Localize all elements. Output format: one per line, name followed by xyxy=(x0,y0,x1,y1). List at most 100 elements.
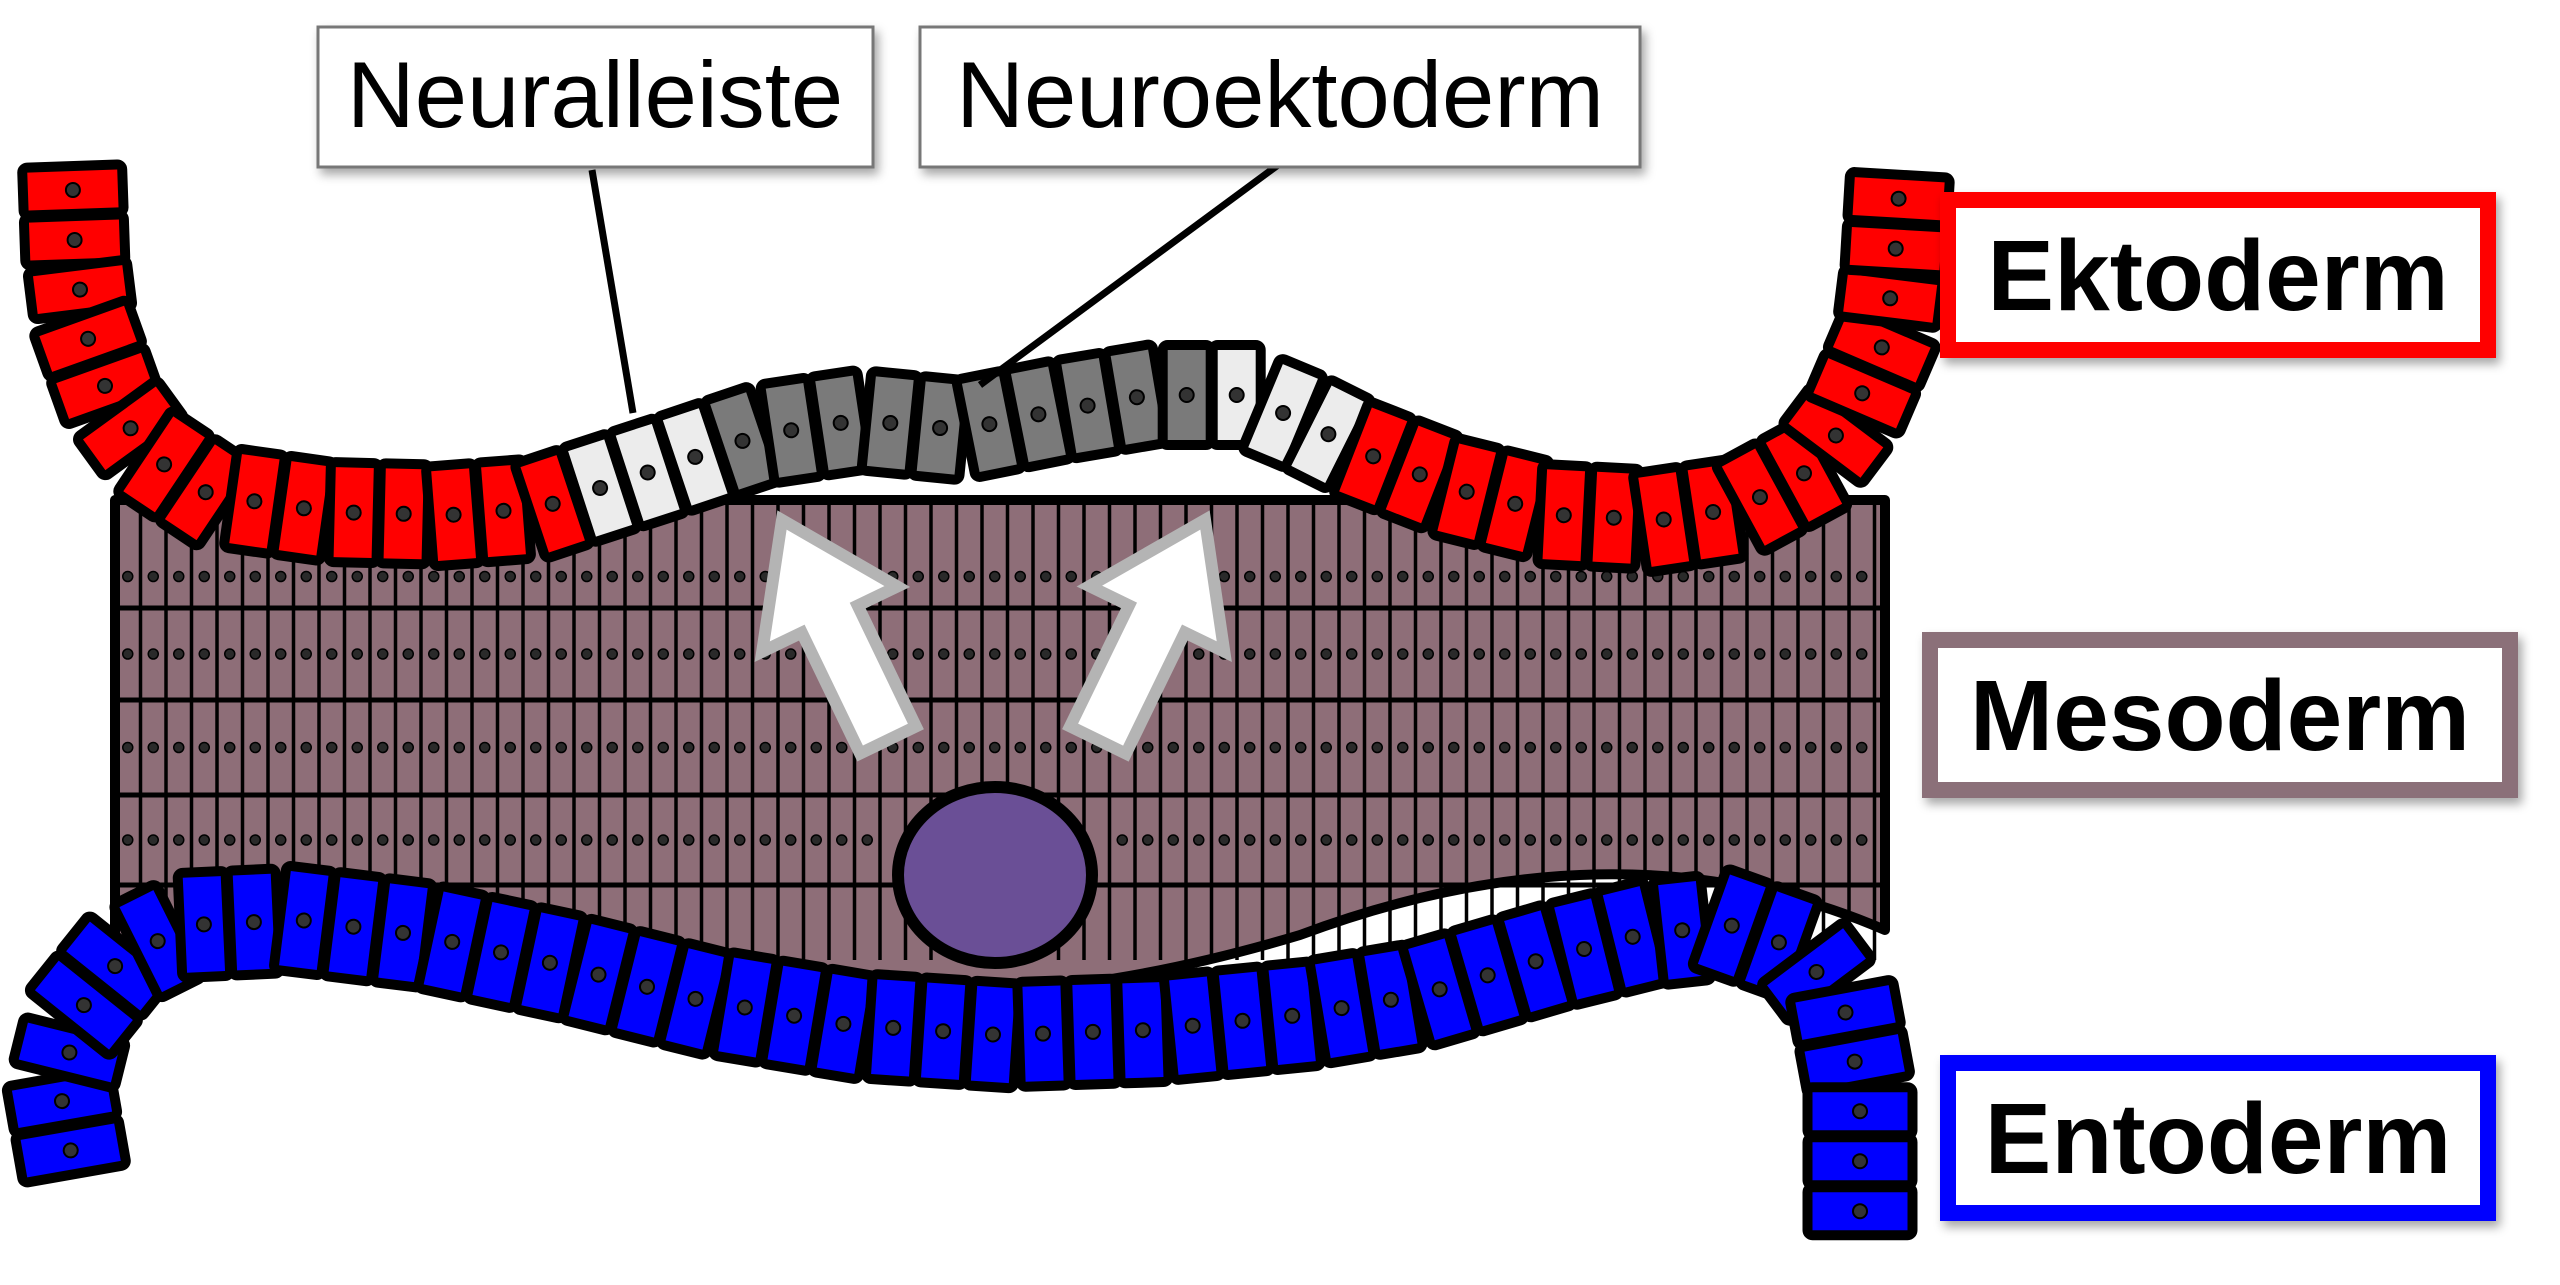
mesoderm-cell-nucleus xyxy=(734,741,746,754)
mesoderm-cell-nucleus xyxy=(1244,570,1256,583)
mesoderm-cell-nucleus xyxy=(632,741,644,754)
mesoderm-cell-nucleus xyxy=(657,648,669,660)
mesoderm-cell-nucleus xyxy=(173,648,185,660)
mesoderm-cell-nucleus xyxy=(147,648,159,660)
mesoderm-cell-nucleus xyxy=(1065,741,1077,754)
mesoderm-cell-nucleus xyxy=(708,648,720,660)
mesoderm-cell-nucleus xyxy=(632,648,644,660)
mesoderm-cell-nucleus xyxy=(1269,570,1281,583)
mesoderm-cell-nucleus xyxy=(147,834,159,846)
mesoderm-cell-nucleus xyxy=(300,648,312,660)
ectoderm-cell xyxy=(1582,461,1646,574)
mesoderm-cell-nucleus xyxy=(810,741,822,754)
mesoderm-cell-nucleus xyxy=(1193,741,1205,754)
mesoderm-cell-nucleus xyxy=(479,570,491,583)
mesoderm-cell-nucleus xyxy=(453,741,465,754)
mesoderm-cell-nucleus xyxy=(1040,570,1052,583)
mesoderm-cell-nucleus xyxy=(1779,741,1791,754)
mesoderm-cell-nucleus xyxy=(1422,648,1434,660)
mesoderm-cell-nucleus xyxy=(351,648,363,660)
neural-crest-leader-line xyxy=(588,169,637,414)
mesoderm-cell-nucleus xyxy=(224,648,236,660)
endoderm-cells xyxy=(1,861,1918,1241)
neuroectoderm-leader-line xyxy=(977,162,1281,388)
mesoderm-cell-nucleus xyxy=(1601,570,1613,583)
mesoderm-cell-nucleus xyxy=(1320,834,1332,846)
mesoderm-cell-nucleus xyxy=(1856,648,1868,660)
mesoderm-cell-nucleus xyxy=(122,741,134,754)
mesoderm-cell-nucleus xyxy=(173,834,185,846)
mesoderm-cell-nucleus xyxy=(1626,648,1638,660)
mesoderm-cell-nucleus xyxy=(402,648,414,660)
mesoderm-cell-nucleus xyxy=(1320,648,1332,660)
mesoderm-cell-nucleus xyxy=(708,741,720,754)
mesoderm-cell-nucleus xyxy=(1805,570,1817,583)
mesoderm-cell-nucleus xyxy=(198,741,210,754)
mesoderm-cell-nucleus xyxy=(1550,834,1562,846)
mesoderm-cell-nucleus xyxy=(989,741,1001,754)
ectoderm-cells xyxy=(17,159,1955,577)
mesoderm-cell-nucleus xyxy=(249,834,261,846)
mesoderm-cell-nucleus xyxy=(1193,648,1205,660)
mesoderm-cell-nucleus xyxy=(224,570,236,583)
neuroectoderm-label: Neuroektoderm xyxy=(956,42,1604,147)
mesoderm-cell-nucleus xyxy=(1193,834,1205,846)
mesoderm-cell-nucleus xyxy=(1601,741,1613,754)
mesoderm-cell-nucleus xyxy=(1703,570,1715,583)
mesoderm-cell-nucleus xyxy=(1524,648,1536,660)
mesoderm-cell-nucleus xyxy=(504,648,516,660)
mesoderm-cell-nucleus xyxy=(173,741,185,754)
neuroectoderm-cell xyxy=(1157,340,1216,450)
mesoderm-cell-nucleus xyxy=(1371,570,1383,583)
mesoderm-cell-nucleus xyxy=(1575,834,1587,846)
mesoderm-cell-nucleus xyxy=(1397,570,1409,583)
mesoderm-cell-nucleus xyxy=(1116,834,1128,846)
mesoderm-cell-nucleus xyxy=(810,834,822,846)
mesoderm-cell-nucleus xyxy=(657,570,669,583)
mesoderm-cell-nucleus xyxy=(1524,741,1536,754)
mesoderm-cell-nucleus xyxy=(1167,834,1179,846)
mesoderm-cell-nucleus xyxy=(198,570,210,583)
legend-endoderm xyxy=(1940,1055,2496,1221)
mesoderm-cell-nucleus xyxy=(1499,741,1511,754)
mesoderm-cell-nucleus xyxy=(938,570,950,583)
mesoderm-cell-nucleus xyxy=(938,648,950,660)
mesoderm-cell-nucleus xyxy=(198,648,210,660)
endoderm-cell xyxy=(960,975,1026,1094)
mesoderm-cell-nucleus xyxy=(147,570,159,583)
neuroectoderm-callout xyxy=(918,25,1642,169)
notochord xyxy=(892,781,1098,969)
mesoderm-cell-nucleus xyxy=(1320,570,1332,583)
mesoderm-cell-nucleus xyxy=(1703,648,1715,660)
mesoderm-cell-nucleus xyxy=(1524,570,1536,583)
mesoderm-cell-nucleus xyxy=(912,741,924,754)
mesoderm-cell-nucleus xyxy=(1550,648,1562,660)
mesoderm-cell-nucleus xyxy=(555,648,567,660)
mesoderm-cell-nucleus xyxy=(1499,648,1511,660)
mesoderm-cell-nucleus xyxy=(1320,741,1332,754)
mesoderm-cell-nucleus xyxy=(1473,741,1485,754)
mesoderm-cell-nucleus xyxy=(428,741,440,754)
mesoderm-cell-nucleus xyxy=(1677,834,1689,846)
mesoderm-cell-nucleus xyxy=(1856,570,1868,583)
mesoderm-cell-nucleus xyxy=(1422,741,1434,754)
mesoderm-cell-nucleus xyxy=(581,570,593,583)
mesoderm-cell-nucleus xyxy=(632,834,644,846)
mesoderm-cell-nucleus xyxy=(1728,741,1740,754)
mesoderm-cell-nucleus xyxy=(1269,834,1281,846)
ectoderm-cell xyxy=(1842,167,1955,231)
arrow-left xyxy=(754,510,924,762)
mesoderm-cell-nucleus xyxy=(938,741,950,754)
mesoderm-cell-nucleus xyxy=(1601,648,1613,660)
mesoderm-cell-nucleus xyxy=(224,834,236,846)
mesoderm-cell-nucleus xyxy=(1575,570,1587,583)
mesoderm-cell-nucleus xyxy=(249,741,261,754)
mesoderm-cell-nucleus xyxy=(1397,834,1409,846)
mesoderm-cell-nucleus xyxy=(1728,834,1740,846)
mesoderm-cell-nucleus xyxy=(1295,648,1307,660)
mesoderm-cell-nucleus xyxy=(1371,834,1383,846)
neural-crest-label: Neuralleiste xyxy=(347,42,843,147)
endoderm-cell xyxy=(1062,973,1124,1091)
mesoderm-cell-nucleus xyxy=(300,570,312,583)
mesoderm-cell-nucleus xyxy=(1601,834,1613,846)
